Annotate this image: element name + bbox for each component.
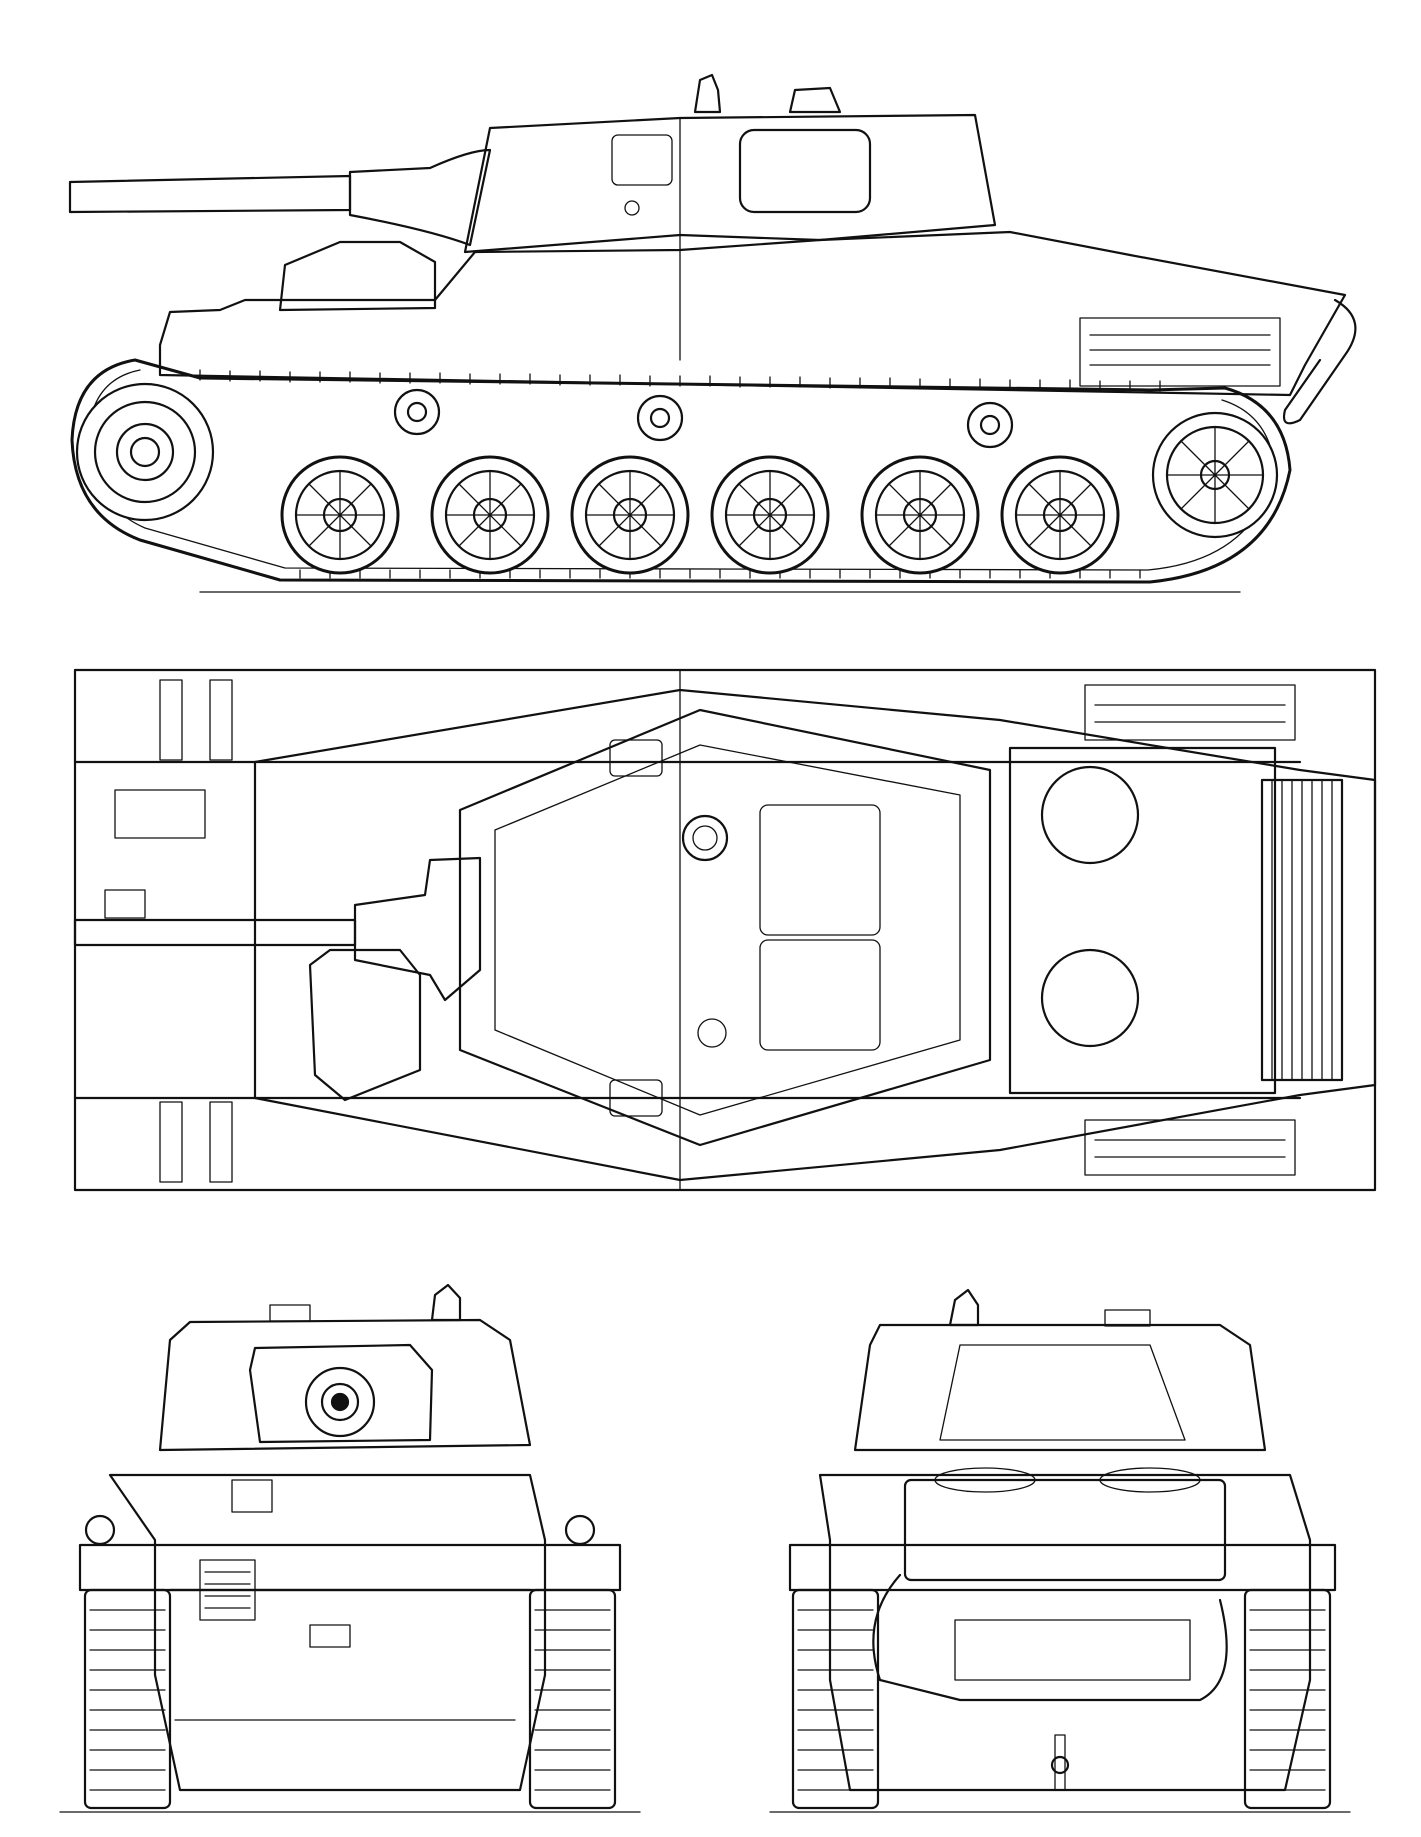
front-track-right — [528, 1588, 617, 1810]
hull-deck — [253, 688, 1377, 1182]
road-wheel — [430, 455, 550, 575]
periscope — [681, 814, 729, 862]
commander-hatch — [759, 804, 881, 936]
driver-visor — [199, 1559, 256, 1621]
front-casemate — [158, 1318, 532, 1452]
driver-hood — [308, 948, 422, 1102]
road-wheel — [1000, 455, 1120, 575]
roof-hatch — [788, 86, 842, 114]
driver-cabin — [278, 240, 437, 312]
cupola-rear — [948, 1288, 980, 1327]
top-view — [73, 668, 1377, 1192]
side-hatch — [738, 128, 872, 214]
road-wheels — [280, 455, 1120, 575]
front-hull — [108, 1473, 547, 1792]
track — [70, 358, 1292, 584]
rear-track-left — [791, 1588, 880, 1810]
tow-hook — [1282, 298, 1357, 425]
front-track-left — [83, 1588, 172, 1810]
guard-vent — [1084, 1119, 1296, 1176]
engine-vent — [1079, 317, 1281, 387]
guard-vent — [1084, 684, 1296, 741]
side-view — [68, 73, 1357, 593]
cupola-front — [430, 1283, 462, 1322]
fan-cover — [1040, 765, 1140, 865]
idler-wheel — [1151, 411, 1279, 539]
rear-grille — [1260, 778, 1344, 1082]
commander-cupola — [693, 73, 722, 114]
road-wheel — [860, 455, 980, 575]
lower-hull — [158, 230, 1347, 397]
fan-cover — [1040, 948, 1140, 1048]
track-links — [199, 369, 1161, 579]
front-view — [59, 1283, 641, 1813]
headlight-left — [84, 1514, 116, 1546]
tool-brackets — [104, 679, 233, 1183]
front-mantlet — [248, 1343, 434, 1444]
rear-track-right — [1243, 1588, 1332, 1810]
gun-bore — [304, 1366, 376, 1438]
rear-exhaust — [903, 1478, 1227, 1582]
casemate-roof — [458, 708, 992, 1147]
engine-deck — [1008, 746, 1277, 1095]
headlight-right — [564, 1514, 596, 1546]
return-rollers — [393, 388, 1014, 449]
exhaust-pipe — [872, 1573, 1228, 1702]
road-wheel — [280, 455, 400, 575]
rear-tow-hook — [1050, 1734, 1070, 1791]
loader-hatch — [759, 939, 881, 1051]
casemate — [463, 113, 997, 254]
gun-mantlet-top — [353, 856, 482, 1002]
rear-casemate — [853, 1323, 1267, 1452]
road-wheel — [570, 455, 690, 575]
road-wheel — [710, 455, 830, 575]
drive-sprocket — [75, 382, 215, 522]
